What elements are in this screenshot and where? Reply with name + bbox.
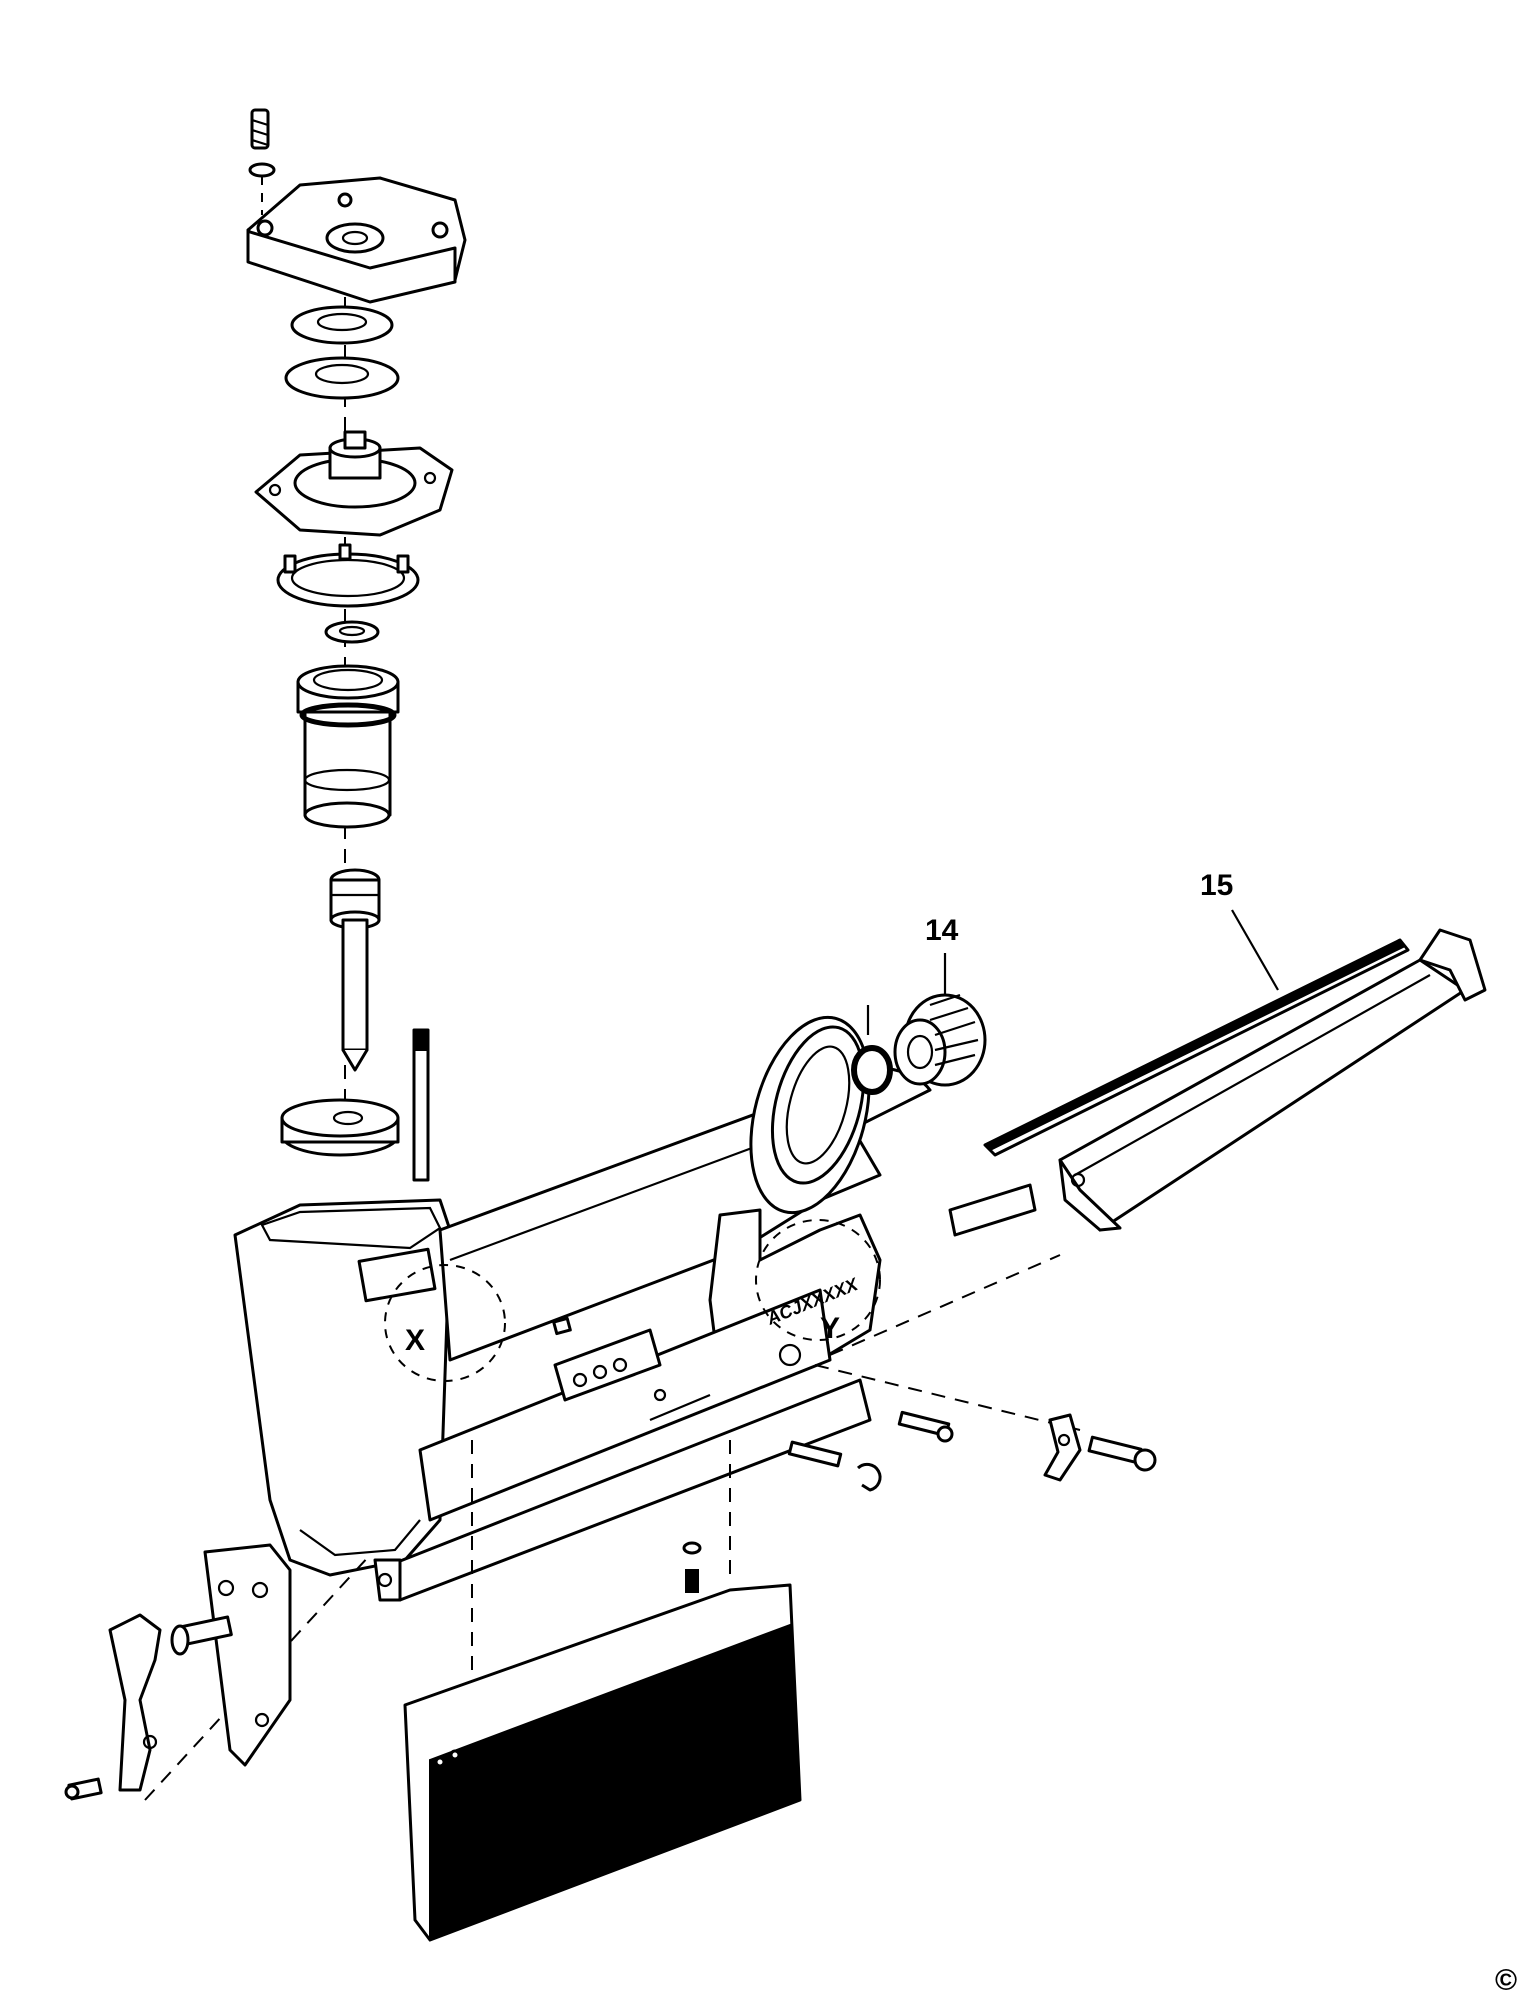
nailer-housing: ACJXXXXX xyxy=(233,1015,932,1602)
detail-y-label: Y xyxy=(820,1312,840,1345)
copyright-mark: © xyxy=(1495,1964,1517,1997)
guide-rod xyxy=(412,1028,430,1182)
washer-lower xyxy=(284,356,400,400)
feeder-rail xyxy=(403,1583,802,1942)
top-screw xyxy=(250,108,270,150)
callout-leader-15 xyxy=(1231,909,1279,991)
callout-14: 14 xyxy=(925,914,959,947)
set-screw xyxy=(682,1541,702,1593)
small-screw xyxy=(897,1410,954,1443)
magazine-axis xyxy=(829,1254,1061,1356)
end-plug xyxy=(893,993,987,1087)
washer-upper xyxy=(290,305,394,345)
nose-plate xyxy=(203,1543,292,1767)
bumper xyxy=(280,1098,400,1157)
seal-ring xyxy=(324,620,380,644)
nose-axis xyxy=(144,1554,371,1801)
piston-driver xyxy=(329,868,381,1072)
retaining-clip xyxy=(856,1462,882,1492)
screw-axis xyxy=(814,1364,1081,1431)
screw-washer xyxy=(248,162,276,178)
latch-lever xyxy=(108,1613,162,1792)
callout-15: 15 xyxy=(1200,869,1233,902)
pin xyxy=(787,1440,843,1468)
magazine-assembly xyxy=(948,928,1487,1237)
detail-circle-x: X xyxy=(384,1264,506,1382)
cage-ring xyxy=(276,543,420,608)
cylinder xyxy=(296,664,400,829)
o-ring xyxy=(851,1045,893,1095)
top-cap xyxy=(246,176,467,304)
nose-screw xyxy=(170,1615,233,1656)
latch-bracket xyxy=(1043,1413,1082,1482)
lever-screw xyxy=(64,1777,103,1801)
detail-x-label: X xyxy=(405,1324,425,1357)
detail-circle-y: Y xyxy=(755,1219,881,1345)
valve-plate xyxy=(254,430,454,537)
latch-screw xyxy=(1087,1435,1157,1472)
